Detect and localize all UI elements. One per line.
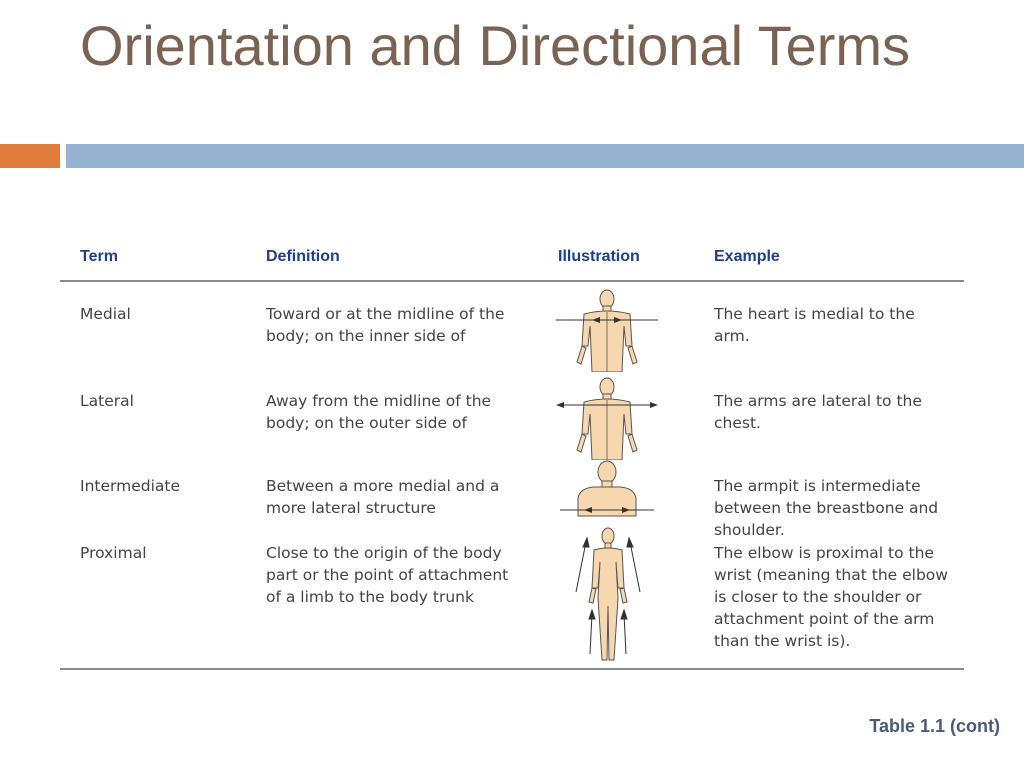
term-proximal: Proximal <box>80 544 147 562</box>
slide-title: Orientation and Directional Terms <box>80 14 911 77</box>
definition-intermediate: Between a more medial and a more lateral… <box>266 477 500 517</box>
bust-intermediate-arrows-icon <box>560 460 654 517</box>
table-caption: Table 1.1 (cont) <box>869 716 1000 736</box>
table-top-rule <box>60 280 964 282</box>
definition-medial: Toward or at the midline of the body; on… <box>266 305 505 345</box>
example-intermediate: The armpit is intermediate between the b… <box>714 477 939 539</box>
table-bottom-rule <box>60 668 964 670</box>
upper-body-lateral-arrows-icon <box>556 377 658 460</box>
example-medial: The heart is medial to the arm. <box>714 305 915 345</box>
term-medial: Medial <box>80 305 131 323</box>
example-lateral: The arms are lateral to the chest. <box>714 392 922 432</box>
title-rule-blue <box>66 144 1024 168</box>
header-example: Example <box>714 248 780 265</box>
directional-terms-table: Term Definition Illustration Example Med… <box>60 240 964 672</box>
header-definition: Definition <box>266 248 340 265</box>
upper-body-medial-arrows-icon <box>556 289 658 372</box>
full-body-proximal-arrows-icon <box>575 527 641 661</box>
header-illustration: Illustration <box>558 248 640 265</box>
title-rule-orange <box>0 144 60 168</box>
header-term: Term <box>80 248 118 265</box>
example-proximal: The elbow is proximal to the wrist (mean… <box>714 544 948 650</box>
term-intermediate: Intermediate <box>80 477 181 495</box>
definition-lateral: Away from the midline of the body; on th… <box>266 392 492 432</box>
term-lateral: Lateral <box>80 392 134 410</box>
definition-proximal: Close to the origin of the body part or … <box>266 544 509 606</box>
